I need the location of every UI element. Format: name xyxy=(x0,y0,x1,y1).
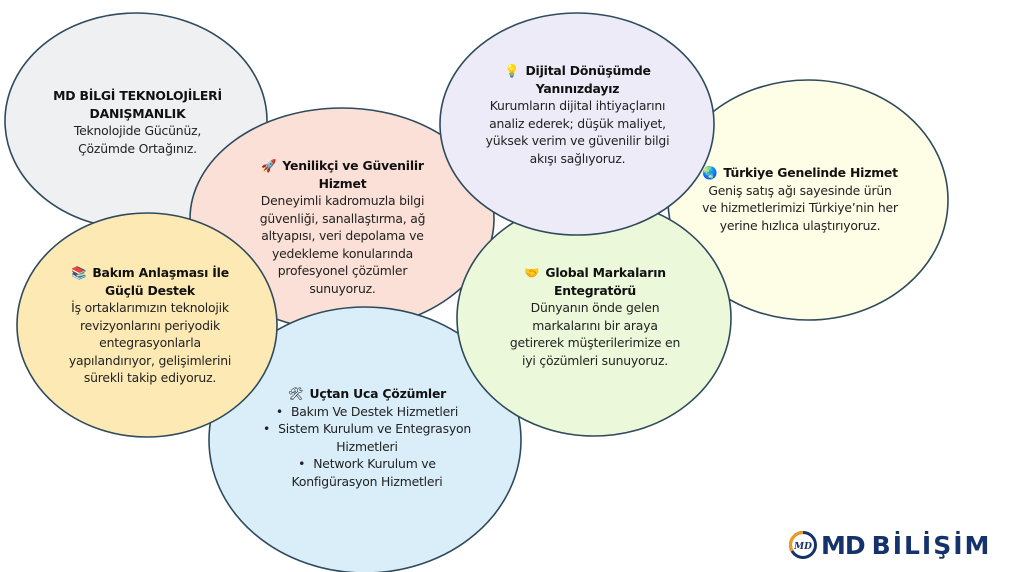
bubble-digital-body: Kurumların dijital ihtiyaçlarını analiz … xyxy=(485,98,670,166)
bubble-innovative-title: Yenilikçi ve Güvenilir Hizmet xyxy=(282,158,424,191)
bubble-endtoend-title: Uçtan Uca Çözümler xyxy=(309,386,447,401)
logo-mark-icon: MD xyxy=(788,530,818,560)
bubble-endtoend-list: Bakım Ve Destek Hizmetleri Sistem Kurulu… xyxy=(262,403,472,491)
bubble-company-title: MD BİLGİ TEKNOLOJİLERİ DANIŞMANLIK xyxy=(53,88,222,121)
bubble-endtoend-heading: 🛠 Uçtan Uca Çözümler xyxy=(262,385,472,403)
bubble-digital-shape xyxy=(439,12,715,236)
lightbulb-icon: 💡 xyxy=(504,63,520,78)
list-item: Sistem Kurulum ve Entegrasyon Hizmetleri xyxy=(262,420,472,455)
globe-icon: 🌏 xyxy=(702,165,718,180)
bubble-innovative-body: Deneyimli kadromuzla bilgi güvenliği, sa… xyxy=(259,193,426,296)
bubble-turkey-body: Geniş satış ağı sayesinde ürün ve hizmet… xyxy=(702,182,898,233)
tools-icon: 🛠 xyxy=(287,386,304,401)
bubble-maintenance-heading: 📚 Bakım Anlaşması İle Güçlü Destek xyxy=(55,264,245,299)
bubble-maintenance-shape xyxy=(16,212,278,438)
bubble-maintenance-body: İş ortaklarımızın teknolojik revizyonlar… xyxy=(68,300,232,385)
bubble-digital: 💡 Dijital Dönüşümde Yanınızdayız Kurumlar… xyxy=(480,62,675,167)
bubble-global: 🤝 Global Markaların Entegratörü Dünyanın … xyxy=(500,264,690,369)
bubble-turkey-title: Türkiye Genelinde Hizmet xyxy=(723,165,898,180)
list-item: Network Kurulum ve Konfigürasyon Hizmetl… xyxy=(262,455,472,490)
handshake-icon: 🤝 xyxy=(524,265,540,280)
logo-brand-second: BİLİŞİM xyxy=(871,530,992,560)
bubble-company: MD BİLGİ TEKNOLOJİLERİ DANIŞMANLIK Tekno… xyxy=(40,87,235,157)
bubble-company-body: Teknolojide Gücünüz, Çözümde Ortağınız. xyxy=(73,123,202,156)
rocket-icon: 🚀 xyxy=(261,158,277,173)
bubble-maintenance-title: Bakım Anlaşması İle Güçlü Destek xyxy=(92,265,229,298)
books-icon: 📚 xyxy=(71,265,87,280)
bubble-digital-heading: 💡 Dijital Dönüşümde Yanınızdayız xyxy=(480,62,675,97)
logo-arc-icon xyxy=(788,530,804,552)
bubble-maintenance: 📚 Bakım Anlaşması İle Güçlü Destek İş ort… xyxy=(55,264,245,387)
bubble-endtoend: 🛠 Uçtan Uca Çözümler Bakım Ve Destek Hizm… xyxy=(262,385,472,490)
bubble-innovative: 🚀 Yenilikçi ve Güvenilir Hizmet Deneyimli… xyxy=(245,157,440,297)
bubble-turkey: 🌏 Türkiye Genelinde Hizmet Geniş satış ağ… xyxy=(700,164,900,234)
bubble-global-body: Dünyanın önde gelen markalarını bir aray… xyxy=(509,300,681,368)
list-item: Bakım Ve Destek Hizmetleri xyxy=(262,403,472,421)
logo-brand-first: MD xyxy=(821,530,866,560)
bubble-digital-title: Dijital Dönüşümde Yanınızdayız xyxy=(525,63,651,96)
bubble-innovative-heading: 🚀 Yenilikçi ve Güvenilir Hizmet xyxy=(245,157,440,192)
bubble-global-heading: 🤝 Global Markaların Entegratörü xyxy=(500,264,690,299)
logo-mark-text: MD xyxy=(793,542,812,552)
bubble-turkey-heading: 🌏 Türkiye Genelinde Hizmet xyxy=(700,164,900,182)
bubble-global-title: Global Markaların Entegratörü xyxy=(545,265,666,298)
